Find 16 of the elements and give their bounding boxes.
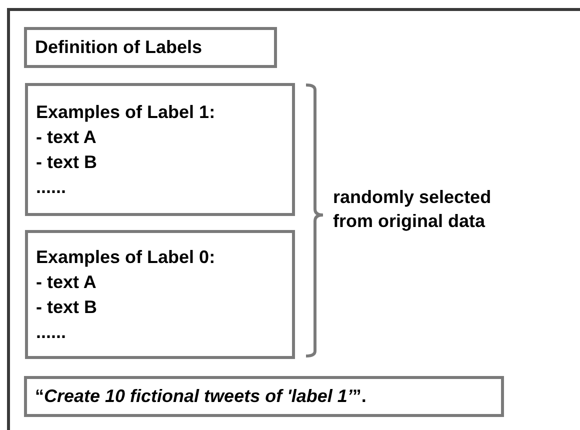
list-item: ...... [36,176,68,198]
list-item: - text B [36,296,98,318]
list-item: - text A [36,270,98,294]
frame-border [7,8,580,430]
text-box [24,27,277,68]
box-heading: Examples of Label 0: [36,246,216,269]
text-box [25,83,295,216]
box-text: Definition of Labels [35,36,204,59]
box-heading: Examples of Label 1: [36,100,216,124]
list-item: - text A [36,126,98,148]
list-item: - text B [36,150,98,174]
box-text: “Create 10 fictional tweets of 'label 1’”. [35,385,368,408]
text-box [25,230,295,359]
list-item: ...... [36,320,68,344]
annotation-text: randomly selected from original data [333,186,492,233]
text-box [24,376,504,417]
